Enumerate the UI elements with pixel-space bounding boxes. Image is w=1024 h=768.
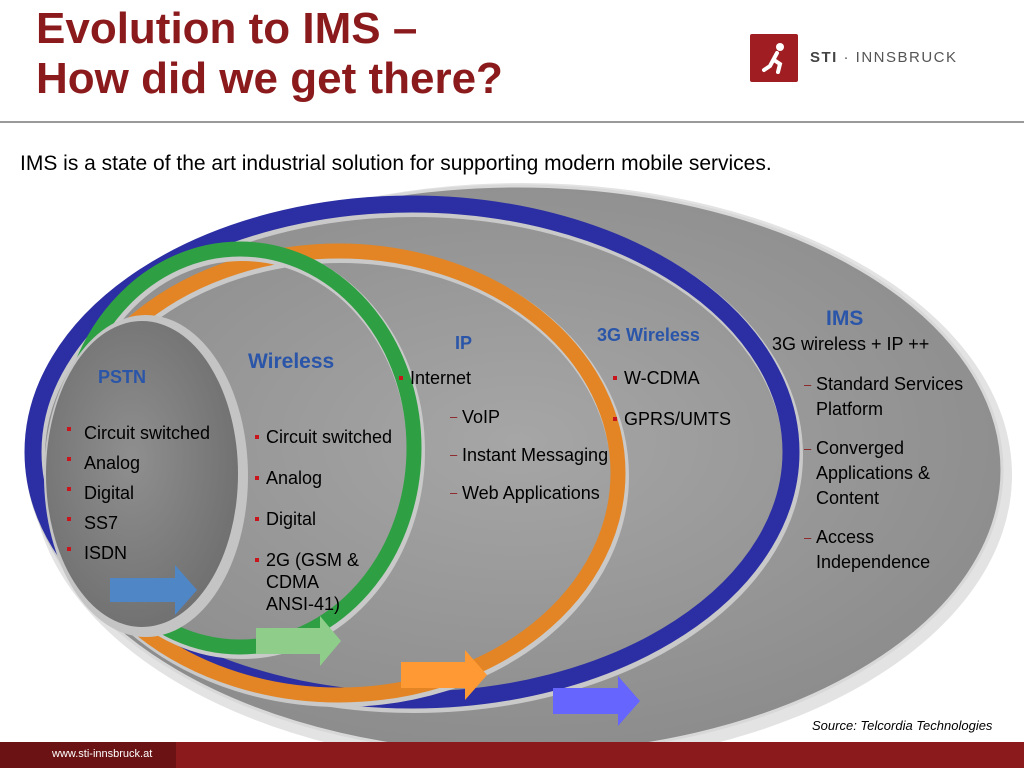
ims-sub-item: Access Independence: [804, 525, 966, 575]
wireless-item: 2G (GSM & CDMA ANSI-41): [254, 549, 366, 615]
footer-url-link[interactable]: www.sti-innsbruck.at: [52, 748, 153, 760]
3g-ring: [24, 195, 800, 709]
wireless-list: Circuit switched Analog Digital 2G (GSM …: [254, 426, 392, 615]
pstn-heading: PSTN: [98, 367, 147, 387]
ip-sub-item: VoIP: [450, 406, 608, 428]
pstn-item: SS7: [66, 508, 210, 538]
pstn-item: ISDN: [66, 538, 210, 568]
ims-sub-item: Standard Services Platform: [804, 372, 996, 422]
pstn-item: Analog: [66, 448, 210, 478]
3g-arrow-icon: [553, 676, 640, 726]
ip-sub-list: VoIP Instant Messaging Web Applications: [450, 406, 608, 504]
ims-tagline: 3G wireless + IP ++: [772, 334, 930, 354]
ims-heading: IMS: [826, 307, 864, 330]
ip-arrow-icon: [401, 650, 487, 700]
wireless-item: Circuit switched: [254, 426, 392, 448]
ip-heading: IP: [455, 333, 473, 353]
logo-mark: [750, 34, 798, 82]
pstn-arrow-icon: [110, 565, 197, 615]
wireless-arrow-icon: [256, 616, 341, 666]
wireless-item: Analog: [254, 467, 392, 489]
3g-list: W-CDMA GPRS/UMTS: [612, 367, 731, 430]
slide-title: Evolution to IMS – How did we get there?: [36, 4, 503, 104]
ip-item: Internet: [398, 367, 471, 389]
pstn-list: Circuit switched Analog Digital SS7 ISDN: [66, 418, 210, 568]
pstn-item: Digital: [66, 478, 210, 508]
ims-list: Standard Services Platform Converged App…: [804, 372, 996, 575]
ip-top-list: Internet: [398, 367, 471, 389]
ip-sub-item: Instant Messaging: [450, 444, 608, 466]
3g-item: GPRS/UMTS: [612, 408, 731, 430]
footer-tab: [0, 742, 176, 768]
slide-subtitle: IMS is a state of the art industrial sol…: [20, 152, 772, 175]
3g-heading: 3G Wireless: [597, 325, 700, 345]
ims-sub-item: Converged Applications & Content: [804, 436, 966, 511]
wireless-item: Digital: [254, 508, 392, 530]
logo-text: STI · INNSBRUCK: [810, 49, 958, 66]
header-rule: [0, 121, 1024, 123]
ip-sub-item: Web Applications: [450, 482, 608, 504]
source-note: Source: Telcordia Technologies: [812, 718, 993, 733]
title-line-2: How did we get there?: [36, 54, 503, 103]
pstn-item: Circuit switched: [66, 418, 210, 448]
3g-item: W-CDMA: [612, 367, 731, 389]
title-line-1: Evolution to IMS –: [36, 4, 418, 53]
wireless-heading: Wireless: [248, 350, 335, 373]
pstn-ellipse: [46, 321, 238, 627]
sti-logo: STI · INNSBRUCK: [750, 34, 956, 84]
